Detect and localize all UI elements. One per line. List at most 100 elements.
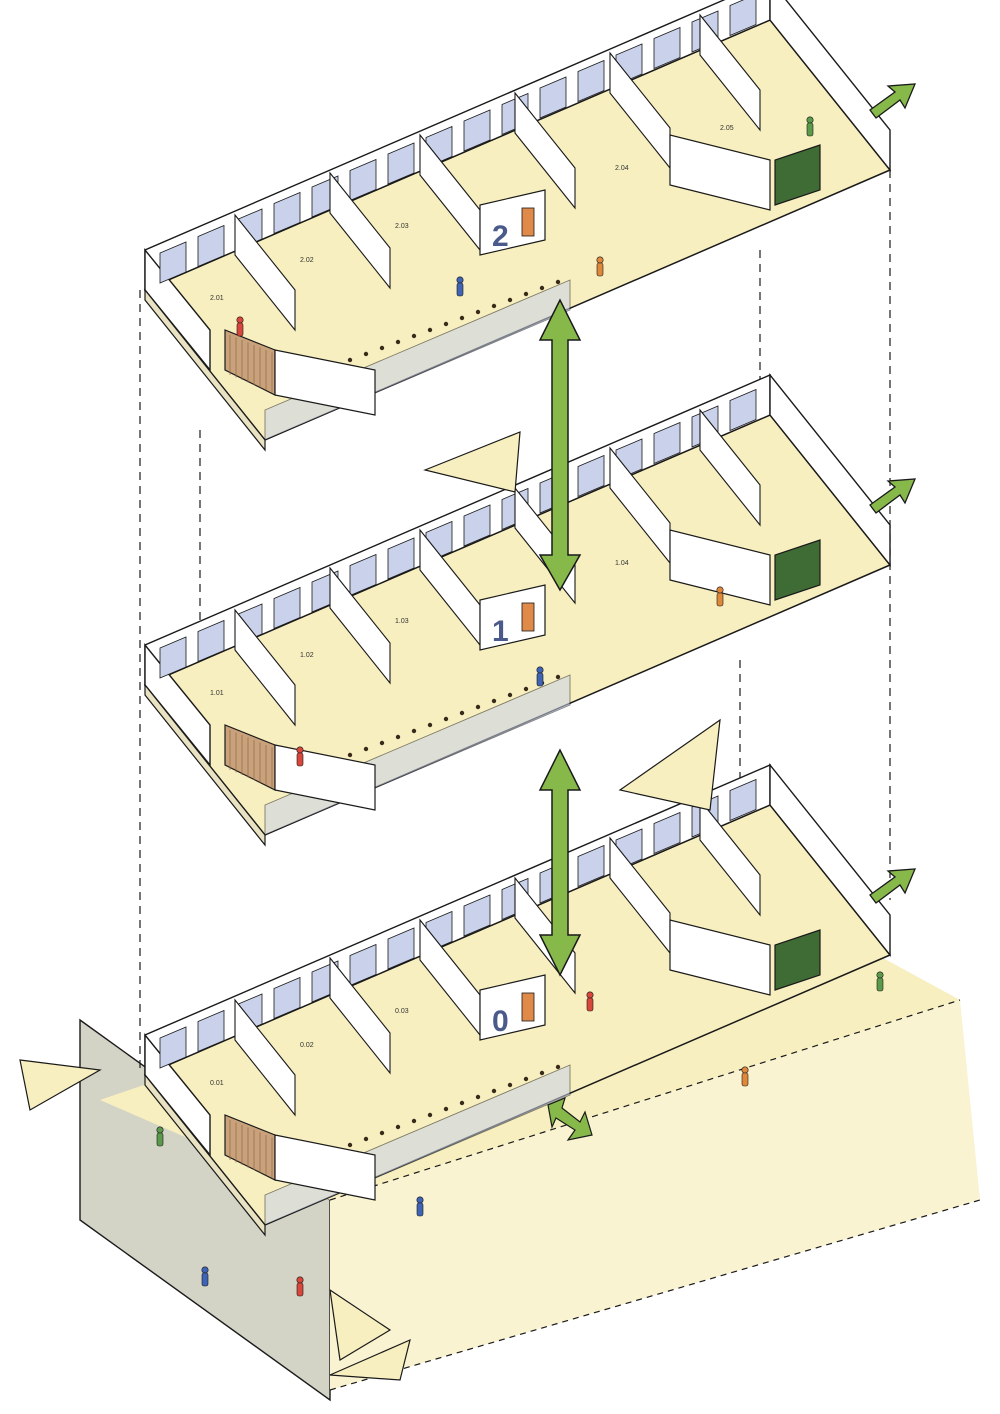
window-glazing xyxy=(349,943,377,987)
room-tag: 0.02 xyxy=(300,1042,314,1049)
window-glazing xyxy=(197,1009,225,1053)
room-partition xyxy=(609,446,671,565)
pod-side xyxy=(274,1134,376,1201)
path-dot xyxy=(363,746,369,752)
window-glazing xyxy=(159,636,187,679)
path-dot xyxy=(347,357,353,363)
path-dot xyxy=(459,315,465,321)
path-dot xyxy=(507,1082,513,1088)
person-figure xyxy=(806,122,814,137)
path-dot xyxy=(491,698,497,704)
path-dot xyxy=(555,279,561,285)
person-figure xyxy=(296,1282,304,1297)
room-partition xyxy=(699,13,761,132)
path-dot xyxy=(395,734,401,740)
path-dot xyxy=(395,339,401,345)
window-glazing xyxy=(577,454,605,498)
window-glazing xyxy=(539,76,567,119)
room-tag: 1.01 xyxy=(210,690,224,697)
level-number: 0 xyxy=(492,1005,509,1038)
path-dot xyxy=(475,309,481,315)
room-tag: 2.03 xyxy=(395,223,409,230)
window-glazing xyxy=(577,844,605,888)
room-tag: 2.04 xyxy=(615,165,629,172)
path-dot xyxy=(443,716,449,722)
person-figure xyxy=(416,1202,424,1217)
room-partition xyxy=(234,213,296,332)
path-dot xyxy=(555,674,561,680)
window-glazing xyxy=(729,388,757,432)
person-figure xyxy=(586,997,594,1012)
floor-0: 0 0.01 0.02 0.03 xyxy=(143,763,892,1237)
path-dot xyxy=(411,333,417,339)
room-tag: 2.01 xyxy=(210,295,224,302)
floor-2: 22.012.022.032.042.05 xyxy=(143,0,892,452)
window-glazing xyxy=(463,504,491,547)
street-plane-front xyxy=(330,1000,980,1390)
person-figure xyxy=(596,256,604,264)
room-tag: 1.04 xyxy=(615,560,629,567)
person-figure xyxy=(456,282,464,297)
vertical-arrow-lower xyxy=(538,748,582,977)
side-wall xyxy=(769,763,891,957)
window-glazing xyxy=(729,778,757,822)
path-dot xyxy=(379,740,385,746)
person-figure xyxy=(201,1266,209,1274)
stair-core xyxy=(479,584,546,651)
window-glazing xyxy=(387,537,415,580)
sun-wedge xyxy=(329,1288,392,1361)
window-glazing xyxy=(159,241,187,284)
person-figure xyxy=(416,1196,424,1204)
room-partition xyxy=(329,171,391,290)
path-dot xyxy=(491,303,497,309)
person-figure xyxy=(156,1132,164,1147)
person-figure xyxy=(156,1126,164,1134)
window-glazing xyxy=(349,553,377,597)
path-dot xyxy=(379,345,385,351)
path-dot xyxy=(523,686,529,692)
path-dot xyxy=(507,692,513,698)
exit-arrow-floor-0 xyxy=(869,868,917,904)
room-partition xyxy=(699,408,761,527)
meeting-box xyxy=(669,919,771,996)
exit-arrow-floor-2 xyxy=(869,83,917,119)
core-door xyxy=(521,207,535,237)
person-figure xyxy=(296,746,304,754)
core-door xyxy=(521,992,535,1022)
room-partition xyxy=(514,91,576,210)
path-dot xyxy=(539,285,545,291)
window-glazing xyxy=(159,1026,187,1069)
person-figure xyxy=(296,752,304,767)
path-dot xyxy=(363,1136,369,1142)
person-figure xyxy=(716,592,724,607)
meeting-box xyxy=(669,529,771,606)
window-glazing xyxy=(273,191,301,235)
room-tag: 1.02 xyxy=(300,652,314,659)
path-dot xyxy=(379,1130,385,1136)
room-partition xyxy=(609,51,671,170)
sun-wedge xyxy=(423,431,521,493)
path-dot xyxy=(555,1064,561,1070)
path-dot xyxy=(523,1076,529,1082)
room-partition xyxy=(329,566,391,685)
room-tag: 2.05 xyxy=(720,125,734,132)
people-figures xyxy=(156,116,884,1297)
room-tag: 0.01 xyxy=(210,1080,224,1087)
window-glazing xyxy=(387,927,415,970)
core-door xyxy=(521,602,535,632)
path-dot xyxy=(363,351,369,357)
entrance-arrow-ground xyxy=(547,1096,593,1141)
path-dot xyxy=(411,1118,417,1124)
path-dot xyxy=(491,1088,497,1094)
sun-wedge xyxy=(618,718,721,811)
path-dot xyxy=(443,321,449,327)
window-glazing xyxy=(273,586,301,630)
window-glazing xyxy=(463,109,491,152)
green-wall xyxy=(774,144,821,206)
window-glazing xyxy=(387,142,415,185)
vertical-arrow-upper xyxy=(538,298,582,592)
room-tag: 0.03 xyxy=(395,1008,409,1015)
meeting-box xyxy=(669,134,771,211)
path-dot xyxy=(507,297,513,303)
